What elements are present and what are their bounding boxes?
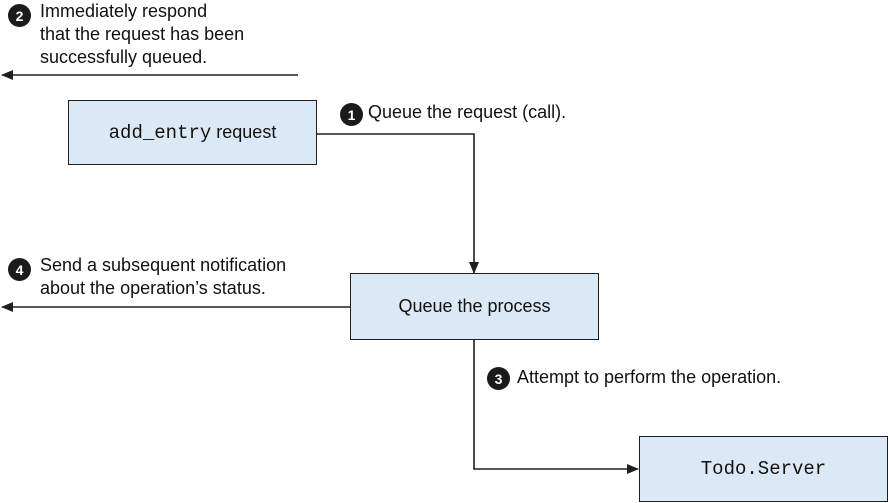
- step-2-text-line-3: successfully queued.: [40, 47, 208, 67]
- add-entry-request-box: add_entry request: [68, 100, 317, 165]
- step-2-label: Immediately respond that the request has…: [40, 0, 244, 69]
- request-text: request: [216, 122, 277, 142]
- step-badge-4: 4: [8, 258, 31, 281]
- step-3-text-line-1: Attempt to perform the operation.: [517, 367, 782, 387]
- step-2-text-line-1: Immediately respond: [40, 1, 208, 21]
- add-entry-code: add_entry: [108, 121, 212, 144]
- step-3-label: Attempt to perform the operation.: [517, 366, 781, 389]
- queue-process-box: Queue the process: [350, 273, 599, 340]
- perform-operation-arrow: [473, 340, 639, 474]
- step-2-text-line-2: that the request has been: [40, 24, 245, 44]
- step-4-text-line-2: about the operation’s status.: [40, 278, 266, 298]
- todo-server-box: Todo.Server: [639, 436, 888, 502]
- step-4-text-line-1: Send a subsequent notification: [40, 255, 287, 275]
- step-badge-3: 3: [487, 367, 510, 390]
- step-badge-1: 1: [340, 103, 363, 126]
- todo-server-label: Todo.Server: [700, 458, 827, 480]
- step-1-label: Queue the request (call).: [368, 101, 566, 124]
- step-4-label: Send a subsequent notification about the…: [40, 254, 286, 300]
- step-1-text-line-1: Queue the request (call).: [368, 102, 567, 122]
- step-badge-2: 2: [8, 4, 31, 27]
- queue-process-label: Queue the process: [398, 296, 551, 316]
- queue-request-arrow: [317, 133, 479, 274]
